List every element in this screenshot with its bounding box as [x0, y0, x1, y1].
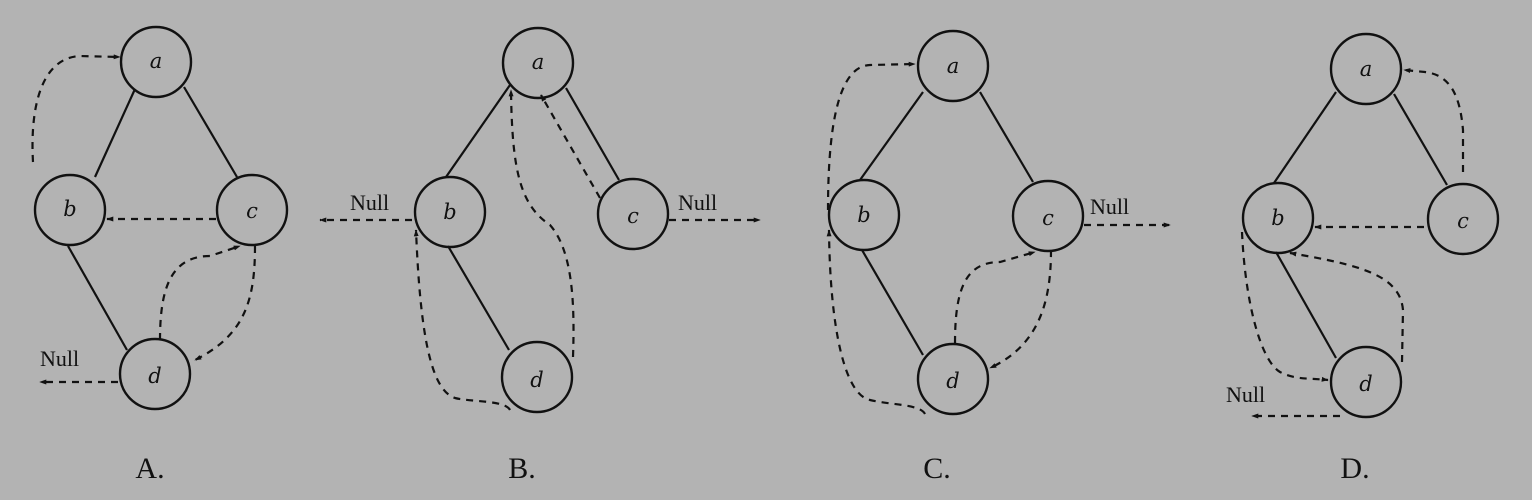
diagram-b: a b c d Null Null B.	[319, 26, 761, 485]
edge-a-b	[93, 88, 137, 178]
edge-a-c	[565, 87, 620, 181]
node-label: a	[947, 54, 960, 78]
thread-d-to-c	[158, 244, 241, 341]
diagram-a: a b c d Null A.	[31, 25, 289, 485]
edge-b-d	[1275, 251, 1337, 359]
node-label: c	[246, 199, 258, 223]
node-a: a	[916, 29, 990, 103]
null-label: Null	[1090, 194, 1129, 219]
node-label: d	[1359, 372, 1372, 396]
node-label: a	[532, 50, 545, 74]
option-label-b: B.	[508, 452, 536, 485]
node-b: b	[33, 173, 107, 247]
option-label-d: D.	[1340, 452, 1369, 485]
edge-b-d	[67, 245, 128, 351]
null-label: Null	[1226, 382, 1265, 407]
node-c: c	[1011, 179, 1085, 253]
node-a: a	[119, 25, 193, 99]
thread-c-to-d	[194, 245, 257, 361]
node-label: a	[150, 49, 163, 73]
node-d: d	[118, 337, 192, 411]
node-label: c	[1457, 209, 1469, 233]
node-label: b	[443, 200, 456, 224]
null-label-left: Null	[350, 190, 389, 215]
edge-a-b	[859, 91, 924, 181]
edge-a-c	[183, 86, 238, 178]
thread-d-to-b	[1289, 251, 1405, 363]
node-label: a	[1360, 57, 1373, 81]
node-c: c	[596, 177, 670, 251]
node-label: b	[63, 197, 76, 221]
thread-c-to-a	[1403, 68, 1465, 172]
node-d: d	[1329, 345, 1403, 419]
thread-d-to-b	[413, 229, 511, 411]
edge-a-b	[445, 84, 511, 178]
edge-a-b	[1273, 91, 1337, 184]
node-label: c	[627, 204, 639, 228]
null-label: Null	[40, 346, 79, 371]
node-d: d	[500, 340, 574, 414]
thread-d-to-c	[953, 250, 1036, 344]
edge-b-d	[447, 245, 510, 351]
node-c: c	[1426, 182, 1500, 256]
option-label-c: C.	[923, 452, 951, 485]
thread-b-to-a	[31, 54, 121, 163]
node-b: b	[1241, 181, 1315, 255]
node-label: d	[946, 369, 959, 393]
thread-b-to-d	[1240, 231, 1329, 382]
thread-d-to-a	[508, 89, 575, 358]
null-label-right: Null	[678, 190, 717, 215]
node-a: a	[1329, 32, 1403, 106]
thread-c-to-a	[540, 94, 601, 199]
edge-a-c	[979, 91, 1034, 183]
node-label: c	[1042, 206, 1054, 230]
node-label: b	[857, 203, 870, 227]
edge-a-c	[1393, 93, 1448, 186]
node-label: b	[1271, 206, 1284, 230]
thread-d-to-b	[826, 229, 926, 415]
diagram-d: a b c d Null D.	[1226, 32, 1500, 485]
node-label: d	[148, 364, 161, 388]
edge-b-d	[861, 249, 924, 356]
node-d: d	[916, 342, 990, 416]
node-b: b	[413, 175, 487, 249]
node-b: b	[827, 178, 901, 252]
node-c: c	[215, 173, 289, 247]
node-a: a	[501, 26, 575, 100]
thread-b-to-a	[826, 61, 916, 211]
diagram-c: a b c d Null C.	[826, 29, 1171, 485]
thread-c-to-d	[989, 249, 1053, 369]
node-label: d	[530, 368, 543, 392]
option-label-a: A.	[135, 452, 164, 485]
